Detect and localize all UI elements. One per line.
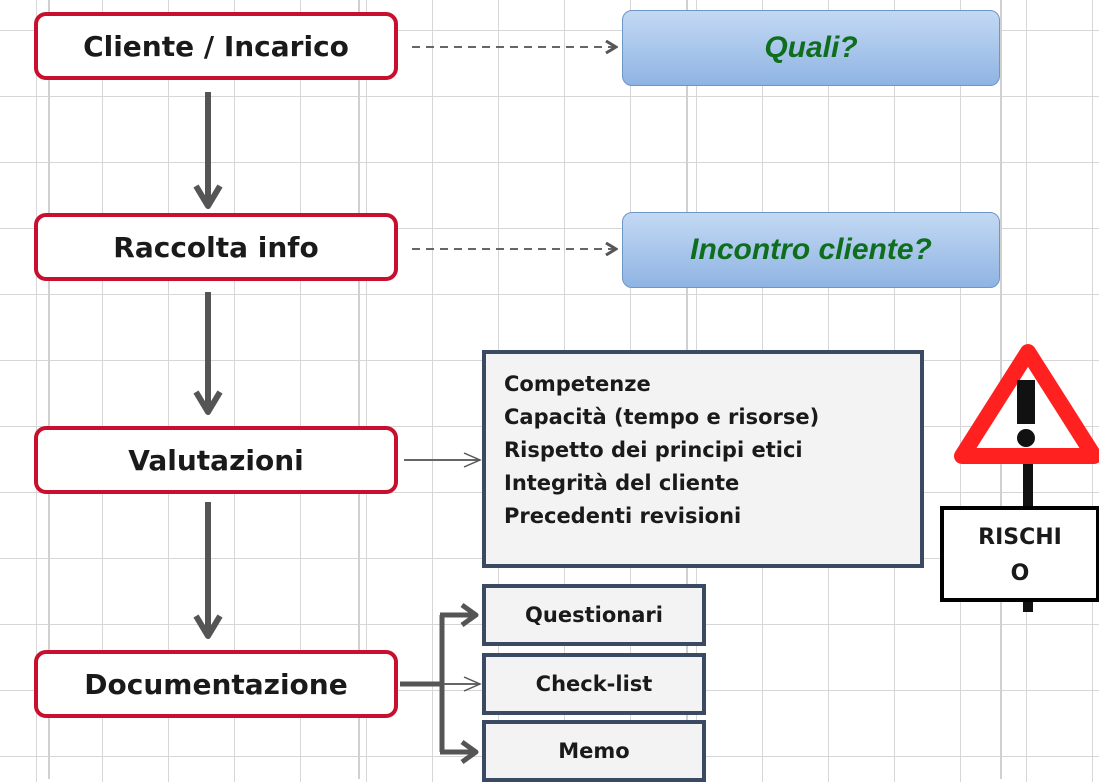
- step-info-label: Raccolta info: [113, 230, 319, 264]
- arrowhead: [193, 184, 223, 209]
- evaluation-item: Integrità del cliente: [504, 471, 740, 495]
- question-which: Quali?: [622, 10, 1000, 86]
- arrowhead: [193, 614, 223, 639]
- risk-label: RISCHI O: [940, 506, 1099, 602]
- step-info: Raccolta info: [34, 213, 398, 281]
- grid-line: [358, 0, 360, 779]
- evaluation-list: Competenze Capacità (tempo e risorse) Ri…: [482, 350, 924, 568]
- doc-memo-label: Memo: [558, 739, 630, 763]
- arrowhead: [193, 390, 223, 415]
- doc-checklist-label: Check-list: [535, 672, 653, 696]
- risk-line2: O: [1010, 561, 1030, 586]
- doc-checklist: Check-list: [482, 653, 706, 715]
- question-which-text: Quali?: [764, 31, 858, 64]
- step-evaluation: Valutazioni: [34, 426, 398, 494]
- step-documentation-label: Documentazione: [84, 667, 348, 701]
- question-meeting: Incontro cliente?: [622, 212, 1000, 288]
- evaluation-item: Capacità (tempo e risorse): [504, 405, 820, 429]
- doc-memo: Memo: [482, 720, 706, 782]
- step-client: Cliente / Incarico: [34, 12, 398, 80]
- evaluation-item: Rispetto dei principi etici: [504, 438, 803, 462]
- doc-questionari-label: Questionari: [525, 603, 663, 627]
- risk-line1: RISCHI: [978, 525, 1062, 550]
- arrowhead: [460, 602, 479, 628]
- step-evaluation-label: Valutazioni: [128, 443, 304, 477]
- evaluation-item: Competenze: [504, 372, 651, 396]
- step-client-label: Cliente / Incarico: [83, 29, 349, 63]
- evaluation-item: Precedenti revisioni: [504, 504, 742, 528]
- exclamation-bar: [1017, 380, 1035, 424]
- step-documentation: Documentazione: [34, 650, 398, 718]
- doc-questionari: Questionari: [482, 584, 706, 646]
- exclamation-dot: [1017, 429, 1035, 447]
- arrowhead: [460, 739, 479, 765]
- question-meeting-text: Incontro cliente?: [690, 233, 932, 266]
- grid-line: [48, 0, 50, 779]
